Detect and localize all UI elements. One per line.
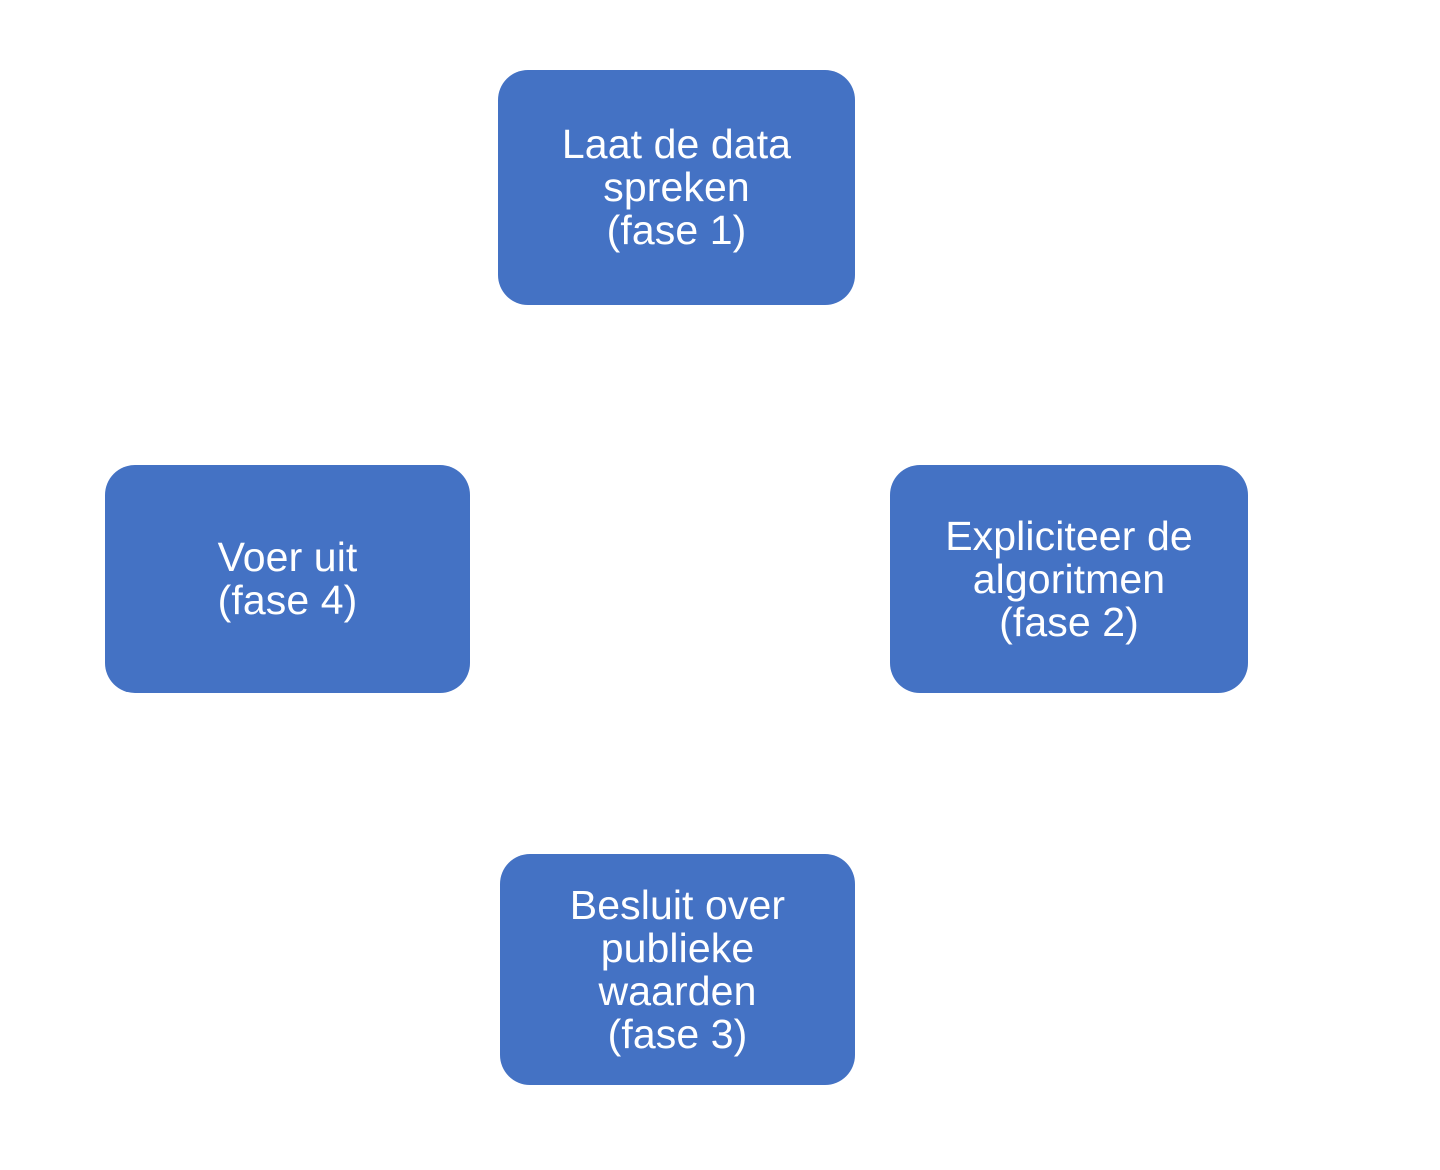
phase-box-2-label: Expliciteer de algoritmen (fase 2) [945,512,1193,645]
phase-box-3-bottom[interactable]: Besluit over publieke waarden (fase 3) [500,854,855,1085]
phase-box-4-left[interactable]: Voer uit (fase 4) [105,465,470,693]
phase-box-1-label: Laat de data spreken (fase 1) [561,121,792,253]
phase-box-4-label: Voer uit (fase 4) [217,534,358,623]
phase-box-3-label: Besluit over publieke waarden (fase 3) [569,881,786,1057]
phase-box-2-right[interactable]: Expliciteer de algoritmen (fase 2) [890,465,1248,693]
phase-box-1-top[interactable]: Laat de data spreken (fase 1) [498,70,855,305]
